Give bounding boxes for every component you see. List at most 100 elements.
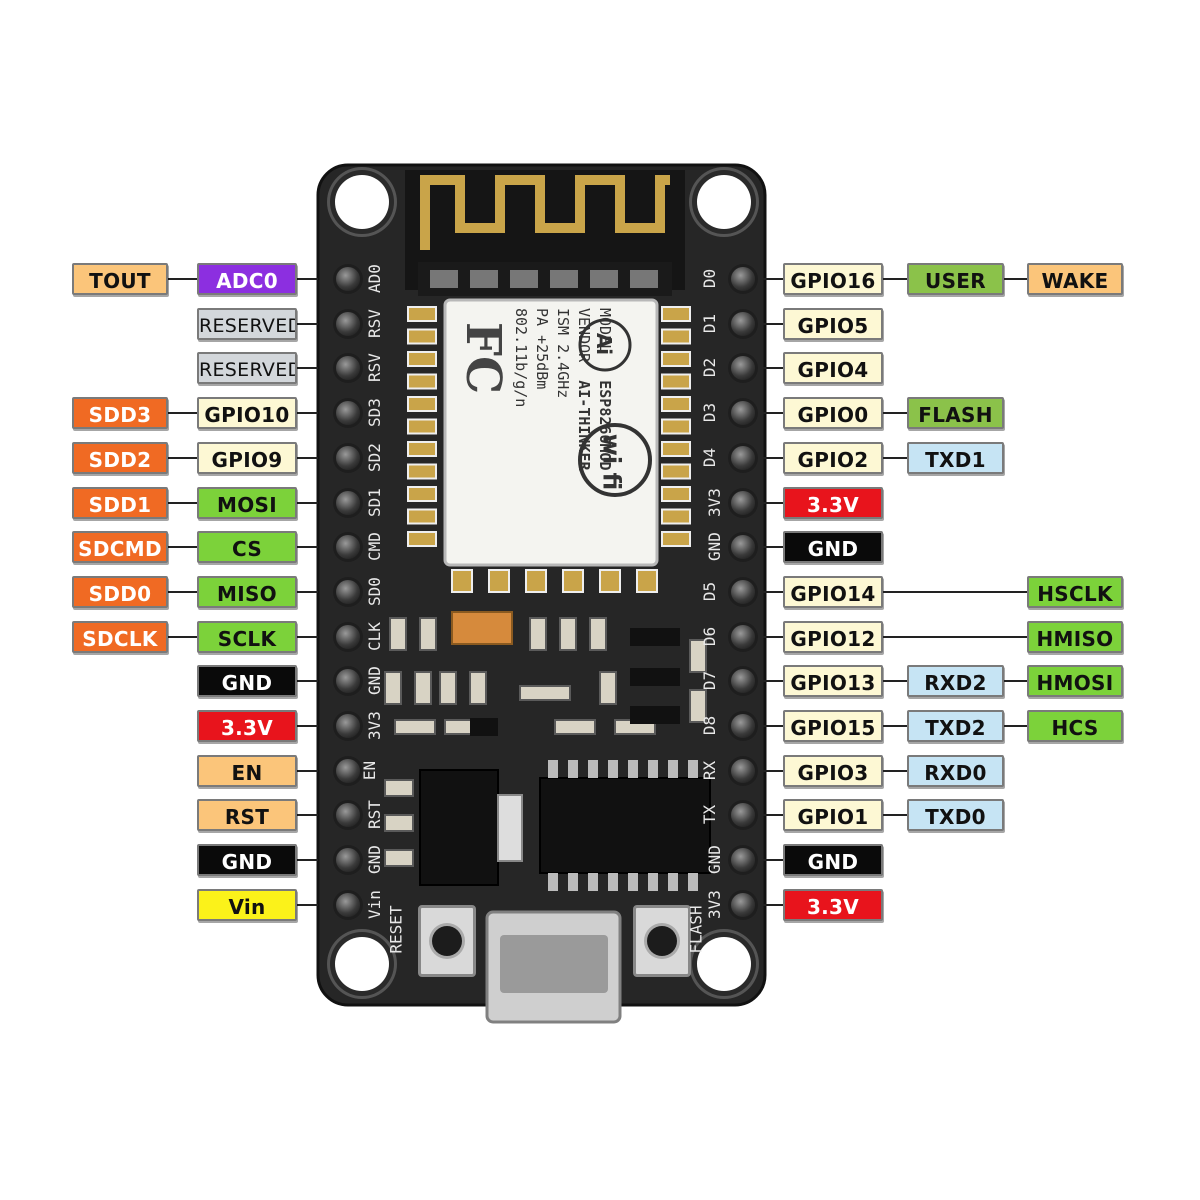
- module-pad: [590, 270, 618, 288]
- header-pin: [336, 669, 360, 694]
- leader-line: [763, 590, 783, 593]
- smd-component: [419, 617, 437, 651]
- pin-silk-label: CMD: [364, 532, 384, 562]
- fcc-logo: FC: [455, 321, 512, 395]
- module-bottom-pad: [451, 569, 473, 593]
- leader-line: [297, 501, 318, 504]
- smd-component: [384, 779, 414, 797]
- flash-silk-label: FLASH: [686, 905, 706, 954]
- chip-leg: [628, 873, 638, 891]
- pin-tag-gpio4: GPIO4: [783, 352, 883, 385]
- leader-line: [297, 635, 318, 638]
- ai-logo-circle: [578, 318, 632, 372]
- chip-leg: [588, 873, 598, 891]
- pin-silk-label: D2: [700, 358, 720, 378]
- leader-line: [883, 725, 907, 727]
- leader-line: [297, 546, 318, 549]
- leader-line: [297, 725, 318, 727]
- module-castellation: [661, 418, 691, 435]
- micro-usb-mouth: [500, 935, 608, 993]
- reset-button: [418, 905, 476, 977]
- antenna-trace: [420, 175, 670, 250]
- pin-tag-sdclk: SDCLK: [72, 620, 168, 653]
- pin-tag-gpio16: GPIO16: [783, 263, 883, 295]
- usb-uart-chip: [539, 777, 711, 874]
- leader-line: [763, 501, 783, 504]
- header-pin: [731, 445, 755, 470]
- header-pin: [336, 714, 360, 738]
- header-pin: [336, 267, 360, 291]
- ai-logo: Ai: [592, 332, 617, 356]
- module-vendor-label: VENDOR: [575, 308, 593, 363]
- leader-line: [883, 412, 907, 415]
- module-bottom-pad: [525, 569, 547, 593]
- smd-component: [519, 685, 571, 701]
- header-pin: [336, 892, 360, 917]
- header-pin: [336, 311, 360, 336]
- header-pin: [731, 401, 755, 426]
- module-castellations: [407, 306, 691, 547]
- pin-tag-vin: Vin: [197, 888, 297, 921]
- smd-component: [559, 617, 577, 651]
- leader-line: [168, 590, 197, 593]
- pin-tag-sdd3: SDD3: [72, 397, 168, 430]
- chip-leg: [608, 873, 618, 891]
- pin-tag-sdd1: SDD1: [72, 486, 168, 519]
- pin-tag-gpio14: GPIO14: [783, 575, 883, 608]
- tantalum-capacitor: [451, 611, 513, 645]
- leader-line: [763, 903, 783, 906]
- smd-component: [589, 617, 607, 651]
- chip-leg: [608, 760, 618, 778]
- pin-silk-label: 3V3: [364, 711, 384, 740]
- header-pin: [336, 848, 360, 873]
- module-pad: [510, 270, 538, 288]
- wifi-logo-circle: [578, 423, 652, 497]
- module-bottom-pads: [451, 569, 658, 593]
- chip-leg: [688, 873, 698, 891]
- smd-component: [414, 671, 432, 705]
- pin-tag-gpio15: GPIO15: [783, 710, 883, 742]
- pin-tag-gnd: GND: [197, 844, 297, 877]
- pin-silk-label: 3V3: [704, 487, 724, 517]
- transistor: [630, 628, 680, 646]
- pin-tag-sdd2: SDD2: [72, 441, 168, 474]
- smd-component: [384, 849, 414, 867]
- header-pin: [336, 356, 360, 381]
- module-castellation: [661, 531, 691, 547]
- pin-tag-3-3v: 3.3V: [197, 710, 297, 742]
- leader-line: [297, 814, 318, 817]
- header-pin: [731, 535, 755, 560]
- pin-tag-gpio9: GPIO9: [197, 441, 297, 474]
- leader-line: [1004, 725, 1027, 727]
- leader-line: [883, 814, 907, 817]
- pin-tag-hcs: HCS: [1027, 710, 1123, 742]
- leader-line: [763, 412, 783, 415]
- module-castellation: [661, 486, 691, 502]
- smd-parts: [384, 617, 707, 867]
- module-castellation: [661, 396, 691, 412]
- pin-tag-3-3v: 3.3V: [783, 888, 883, 921]
- leader-line: [297, 367, 318, 370]
- pin-tag-hmiso: HMISO: [1027, 620, 1123, 653]
- pin-tag-txd2: TXD2: [907, 710, 1004, 742]
- leader-line: [883, 590, 1027, 593]
- pin-tag-rxd0: RXD0: [907, 754, 1004, 787]
- module-pad: [630, 270, 658, 288]
- pin-tag-gpio5: GPIO5: [783, 307, 883, 340]
- pin-tag-rst: RST: [197, 799, 297, 832]
- pin-tag-miso: MISO: [197, 575, 297, 608]
- smd-component: [469, 671, 487, 705]
- leader-line: [763, 322, 783, 325]
- pin-silk-label: RST: [364, 800, 384, 830]
- module-castellation: [661, 463, 691, 480]
- leader-line: [297, 680, 318, 683]
- leader-line: [763, 367, 783, 370]
- header-pin: [336, 445, 360, 470]
- leader-line: [297, 859, 318, 862]
- leader-line: [297, 322, 318, 325]
- transistor: [630, 706, 680, 724]
- module-castellation: [407, 418, 437, 435]
- pin-silk-label: 3V3: [704, 889, 724, 919]
- leader-line: [763, 769, 783, 772]
